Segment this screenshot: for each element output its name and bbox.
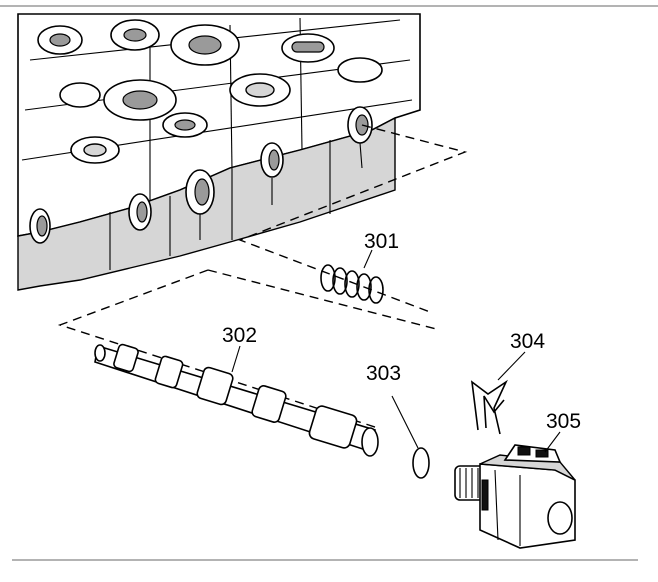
label-305: 305 xyxy=(546,410,581,433)
bore-leader-dashed xyxy=(238,124,468,313)
label-304: 304 xyxy=(510,330,545,353)
valve-body xyxy=(17,13,421,291)
valve-spool-302 xyxy=(94,343,379,457)
retaining-clip-304 xyxy=(470,379,508,435)
solenoid-305 xyxy=(454,444,576,549)
seal-ring-303 xyxy=(412,447,430,479)
label-303: 303 xyxy=(366,362,401,385)
label-302: 302 xyxy=(222,324,257,347)
label-301: 301 xyxy=(364,230,399,253)
spring-301 xyxy=(320,264,384,304)
